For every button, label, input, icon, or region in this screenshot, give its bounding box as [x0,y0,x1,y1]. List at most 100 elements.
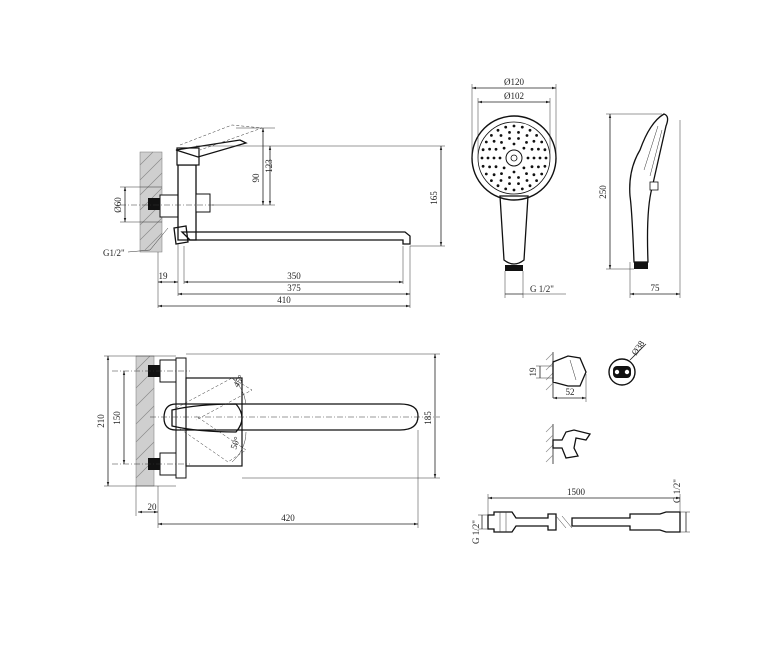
nozzle-dot [512,170,516,174]
hand-shower-front-view: Ø120 Ø102 G 1/2" [471,77,566,298]
angle-50: 50° [228,435,242,451]
nozzle-dot [517,182,520,186]
nozzle-dot [512,142,516,146]
shower-hose: 1500 G 1/2" G 1/2" [471,479,690,544]
nozzle-dot [499,179,503,182]
nozzle-dot [526,156,530,160]
lever-raised-outline [179,124,263,151]
thread-label-side: G1/2" [103,248,125,258]
nozzle-dot [544,156,548,160]
dim-185: 185 [423,411,433,425]
dim-flange-dia: Ø60 [113,197,123,213]
dim-420: 420 [281,513,295,523]
nozzle-dot [530,147,534,151]
nozzle-dot [535,134,538,137]
nozzle-dot [543,148,547,152]
holder-side [552,355,587,387]
nozzle-dot [504,125,508,129]
nozzle-dot [517,176,520,179]
nozzle-dot [522,146,526,150]
nozzle-dot [520,125,524,129]
nozzle-dot [488,147,491,151]
nozzle-dot [538,156,542,160]
nozzle-dot [537,165,540,169]
hose-end-right [571,511,681,533]
nozzle-dot [508,137,511,140]
holder-base-plate [613,366,631,378]
nozzle-dot [535,179,538,183]
nozzle-dot [525,179,529,182]
nozzle-dot [492,139,496,143]
top-lever [171,403,243,433]
faucet-top-view: 45° 50° 210 150 185 20 420 [96,353,440,528]
nozzle-dot [530,165,534,169]
nozzle-dot [517,131,520,134]
nozzle-dot [540,140,544,144]
nozzle-dot [481,148,485,152]
nozzle-dot [484,172,488,176]
mixer-body [177,164,197,241]
nozzle-dot [528,184,532,188]
dim-350: 350 [287,271,301,281]
faucet-side-view: 90 123 165 Ø60 G1/2" 19 350 375 410 [103,124,445,308]
nozzle-dot [504,187,508,191]
nozzle-dot [532,156,536,160]
nozzle-dot [522,166,526,170]
eccentric-fitting [148,198,160,210]
nozzle-dot [490,134,493,137]
nozzle-dot [499,134,503,137]
nozzle-dot [502,166,506,170]
nozzle-dot [508,131,511,134]
dim-19: 19 [159,271,169,281]
nozzle-dot [543,164,547,168]
dim-165: 165 [429,191,439,205]
nozzle-dot [502,146,506,150]
nozzle-dot [494,147,498,151]
hose-end-left [487,511,557,533]
top-mixer-body [185,377,243,467]
dim-210: 210 [96,414,106,428]
holder-front [552,429,592,459]
nozzle-dot [532,173,536,177]
nozzle-dot [492,156,496,160]
dim-375: 375 [287,283,301,293]
dim-dia-120: Ø120 [504,77,524,87]
hand-shower-side-view: 250 75 [598,113,681,298]
nozzle-dot [484,140,488,144]
dim-holder-19: 19 [528,367,538,377]
nozzle-dot [512,124,516,128]
top-body-bar [175,357,187,479]
dim-410: 410 [277,295,291,305]
top-spout [163,403,419,431]
shower-thread-label: G 1/2" [530,284,554,294]
hose-thread-right: G 1/2" [672,479,682,503]
nozzle-dot [528,128,532,132]
nozzle-dot [500,141,503,144]
spout-swivel [173,225,189,245]
shower-holder: 19 52 Ø38 [528,338,647,464]
nozzle-dot [498,156,502,160]
nozzle-dot [480,156,484,160]
dim-dia-102: Ø102 [504,91,524,101]
shower-handle [499,195,529,265]
nozzle-dot [490,179,493,183]
dim-250: 250 [598,185,608,199]
nozzle-dot [488,165,491,169]
dim-line-38 [629,343,647,361]
dim-123: 123 [264,159,274,173]
shower-side-button [649,181,659,191]
nozzle-dot [520,187,524,191]
flange [159,194,179,218]
nozzle-dot [540,172,544,176]
nozzle-dot [537,147,540,151]
dim-52: 52 [566,387,575,397]
nozzle-dot [481,164,485,168]
nozzle-dot [508,176,511,179]
nozzle-dot [486,156,490,160]
dim-150: 150 [112,411,122,425]
shower-connector [505,265,523,271]
rotation-45-outline [175,377,253,421]
body-connector [195,193,211,213]
nozzle-dot [512,188,516,192]
